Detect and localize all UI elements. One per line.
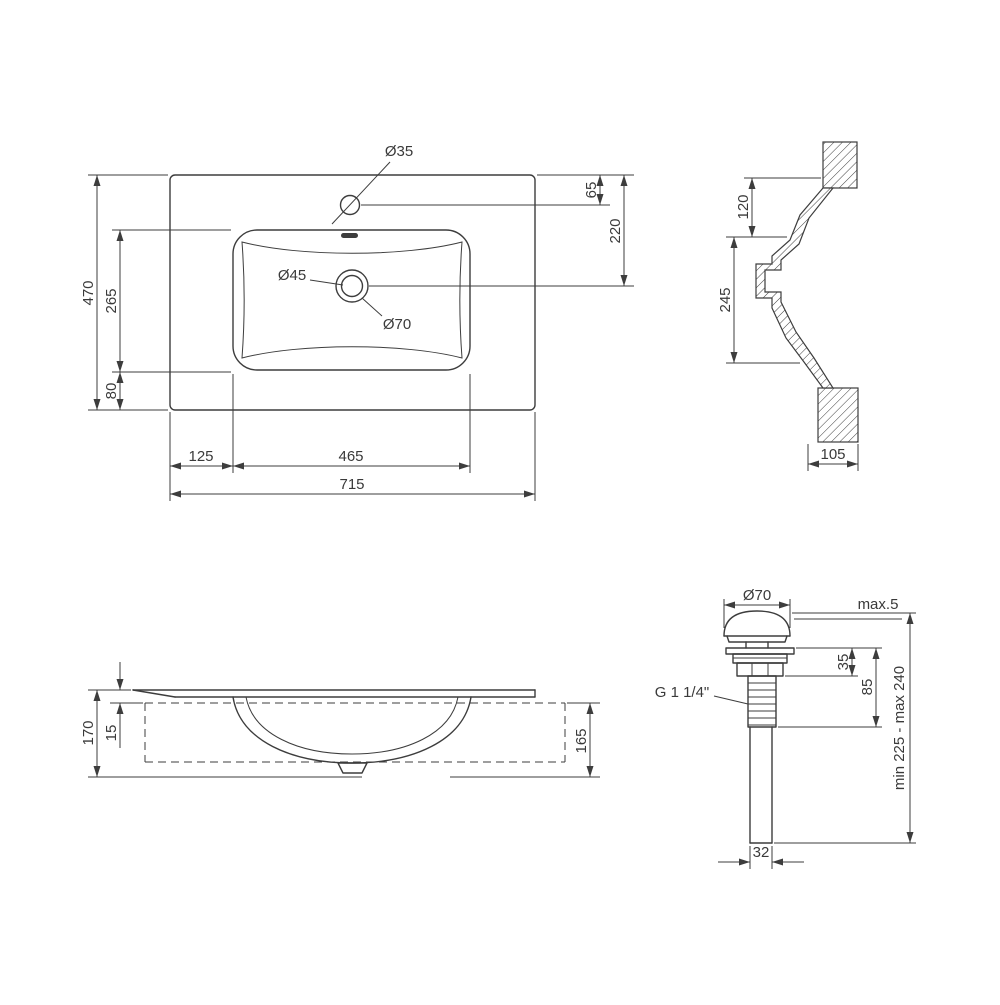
drain-dia-label: Ø45: [278, 267, 306, 284]
basin-depth-label: 265: [103, 288, 120, 313]
sink-outline: [169, 174, 536, 411]
basin-inner-depth-label: 245: [717, 287, 734, 312]
flange-plate: [725, 647, 795, 655]
label-thread-size: G 1 1/4": [655, 684, 749, 705]
cap-protrusion-label: max.5: [858, 596, 899, 613]
total-height-label: 170: [80, 720, 97, 745]
side-section-view: 120 245 105: [717, 141, 859, 471]
left-rim-label: 125: [188, 448, 213, 465]
dim-bowl-depth: 165: [567, 702, 600, 777]
upper-body-label: 35: [835, 654, 852, 671]
threaded-body: [747, 675, 777, 728]
thread-lines: [748, 682, 776, 726]
basin-bowl-outline: [241, 241, 463, 359]
dim-cap-dia: Ø70: [723, 587, 791, 628]
dim-rim-thickness: 15: [103, 662, 143, 748]
dim-cap-protrusion: max.5: [792, 596, 916, 620]
recess-dia-label: Ø70: [383, 316, 411, 333]
locknut: [736, 662, 784, 677]
dim-front-rim: 80: [103, 372, 124, 410]
upper-offset-label: 120: [735, 194, 752, 219]
total-width-label: 715: [339, 476, 364, 493]
dim-drain-offset: 220: [369, 175, 634, 287]
drain-stub: [337, 762, 368, 774]
front-rim-label: 80: [103, 383, 120, 400]
bowl-outer-curve: [232, 696, 472, 764]
label-recess-dia: Ø70: [361, 297, 411, 333]
bowl-depth-label: 165: [573, 728, 590, 753]
faucet-offset-label: 65: [583, 182, 600, 199]
leader-line: [331, 161, 391, 225]
dim-upper-body: 35: [785, 647, 882, 677]
pipe-dia-label: 32: [753, 844, 770, 861]
rim-thickness-label: 15: [103, 725, 120, 742]
dim-pipe-dia: 32: [718, 844, 804, 869]
popup-cap-dome: [723, 610, 791, 637]
front-view: 170 15 165: [80, 662, 600, 778]
basin-wall-section: [755, 187, 835, 389]
edge-width-label: 105: [820, 446, 845, 463]
leader-line: [713, 695, 749, 705]
leader-line: [361, 297, 383, 317]
rear-edge-section: [822, 141, 858, 189]
lower-body-label: 85: [859, 679, 876, 696]
bowl-inner-curve: [245, 696, 459, 755]
dim-install-height: min 225 - max 240: [774, 613, 916, 844]
dim-total-depth: 470: [80, 174, 168, 411]
dim-lower-body: 85: [778, 648, 882, 728]
faucet-hole: [339, 194, 361, 216]
basin-width-label: 465: [338, 448, 363, 465]
dim-bottom-widths: 125 465 715: [169, 374, 536, 501]
label-faucet-dia: Ø35: [331, 143, 413, 225]
thread-size-label: G 1 1/4": [655, 684, 710, 701]
dim-faucet-offset: 65: [361, 174, 634, 206]
popup-cap-skirt: [726, 635, 788, 643]
install-height-label: min 225 - max 240: [891, 666, 908, 790]
drain-offset-label: 220: [607, 218, 624, 243]
dim-edge-width: 105: [807, 444, 859, 471]
plan-view: Ø35 Ø45 Ø70 470 265 80: [80, 143, 634, 501]
overflow-slot: [341, 233, 358, 238]
label-drain-dia: Ø45: [278, 267, 344, 286]
drain-recess: [335, 269, 369, 303]
countertop-left-taper: [132, 689, 176, 698]
front-edge-section: [817, 387, 859, 443]
dim-basin-depth: 265: [103, 229, 231, 373]
drain-assembly-view: Ø70 max.5 35 85 G 1 1/4" min 225 - max 2…: [655, 587, 916, 869]
total-depth-label: 470: [80, 280, 97, 305]
basin-rim-outline: [232, 229, 471, 371]
leader-line: [309, 279, 344, 286]
dim-basin-inner-depth: 245: [717, 237, 800, 364]
dim-total-height: 170: [80, 689, 600, 778]
faucet-dia-label: Ø35: [385, 143, 413, 160]
drain-hole: [340, 274, 364, 298]
cap-dia-label: Ø70: [743, 587, 771, 604]
